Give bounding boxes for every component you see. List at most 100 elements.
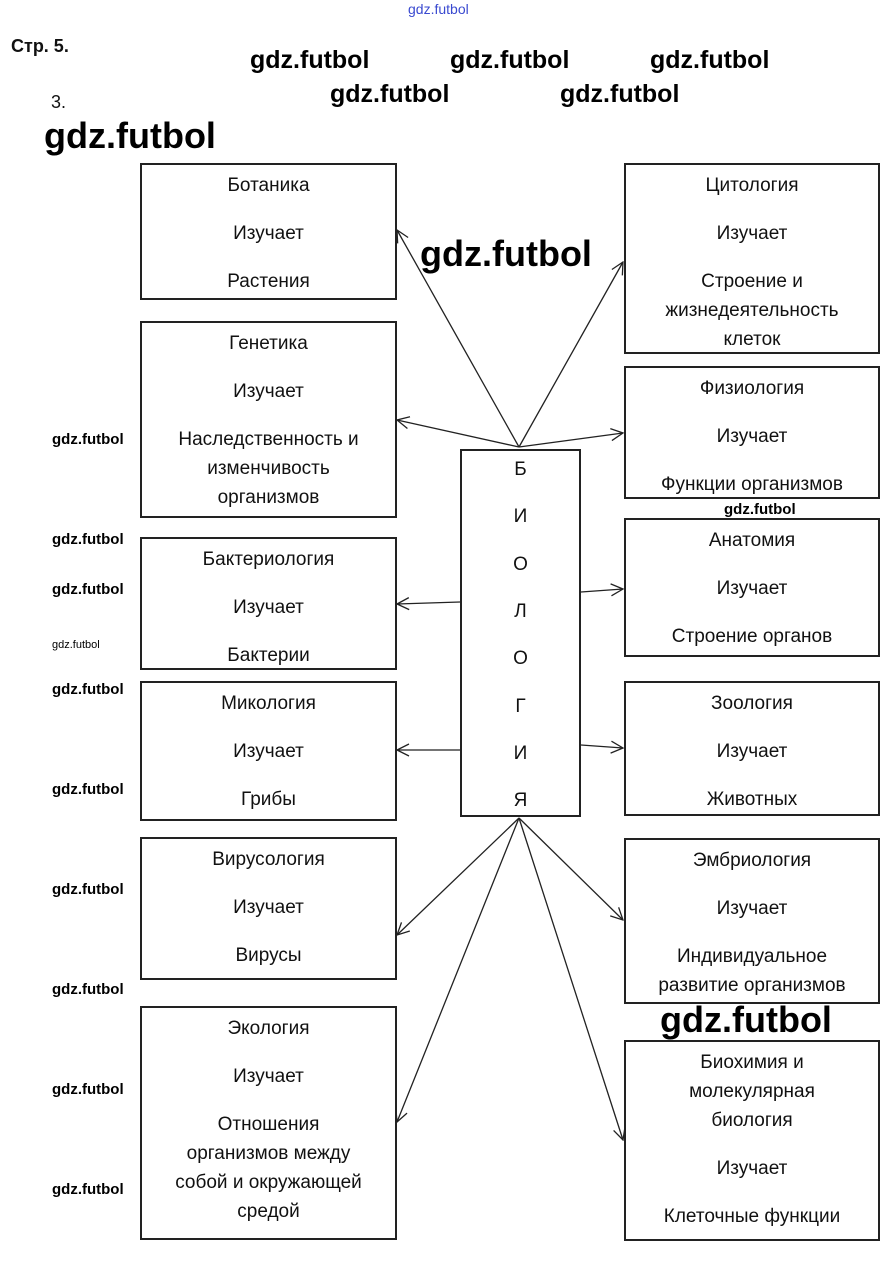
center-letter: Г bbox=[515, 695, 526, 717]
center-letter: О bbox=[513, 553, 528, 575]
box-object-line: жизнедеятельность bbox=[665, 300, 839, 321]
box-title-line: Зоология bbox=[711, 693, 793, 714]
arrow-to-physiology bbox=[518, 433, 623, 448]
box-verb-line: Изучает bbox=[233, 741, 304, 762]
box-verb: Изучает bbox=[142, 737, 395, 766]
box-object-line: Функции организмов bbox=[661, 474, 843, 495]
box-verb: Изучает bbox=[626, 1154, 878, 1183]
box-object: Строение органов bbox=[626, 622, 878, 651]
watermark: gdz.futbol bbox=[560, 80, 680, 108]
watermark: gdz.futbol bbox=[52, 1181, 124, 1198]
box-object-line: организмов bbox=[217, 487, 320, 508]
box-object: Индивидуальное развитие организмов bbox=[626, 942, 878, 1000]
center-letter: О bbox=[513, 648, 528, 670]
box-verb-line: Изучает bbox=[716, 578, 788, 599]
box-title-line: Вирусология bbox=[212, 849, 325, 870]
box-object-line: Строение и bbox=[701, 271, 803, 292]
box-title: Вирусология bbox=[142, 845, 395, 874]
box-title: Эмбриология bbox=[626, 846, 878, 875]
box-object-line: Наследственность и bbox=[178, 429, 359, 450]
box-object-line: Вирусы bbox=[235, 945, 302, 966]
watermark: gdz.futbol bbox=[250, 46, 370, 74]
watermark: gdz.futbol bbox=[52, 881, 124, 898]
page-label: Стр. 5. bbox=[11, 36, 69, 56]
box-object-line: средой bbox=[237, 1201, 300, 1222]
box-object-line: Строение органов bbox=[671, 626, 833, 647]
watermark: gdz.futbol bbox=[724, 501, 796, 518]
box-object-line: Бактерии bbox=[227, 645, 310, 666]
box-object: Грибы bbox=[142, 785, 395, 814]
box-verb: Изучает bbox=[142, 1062, 395, 1091]
watermark: gdz.futbol bbox=[420, 233, 592, 274]
arrow-to-zoology bbox=[580, 745, 623, 748]
box-title: Анатомия bbox=[626, 526, 878, 555]
box-verb: Изучает bbox=[626, 737, 878, 766]
box-verb: Изучает bbox=[626, 894, 878, 923]
box-object: Растения bbox=[142, 267, 395, 296]
box-verb: Изучает bbox=[626, 422, 878, 451]
watermark: gdz.futbol bbox=[52, 1081, 124, 1098]
box-title-line: Физиология bbox=[699, 378, 805, 399]
box-object: Клеточные функции bbox=[626, 1202, 878, 1231]
box-title: Ботаника bbox=[142, 171, 395, 200]
box-verb-line: Изучает bbox=[716, 426, 788, 447]
arrow-to-botany bbox=[397, 230, 520, 448]
watermark: gdz.futbol bbox=[44, 115, 216, 156]
watermark: gdz.futbol bbox=[450, 46, 570, 74]
center-letter: И bbox=[513, 506, 528, 528]
box-verb-line: Изучает bbox=[716, 1158, 788, 1179]
box-title: Бактериология bbox=[142, 545, 395, 574]
arrow-to-virology bbox=[397, 817, 520, 935]
box-object-line: Индивидуальное bbox=[676, 946, 828, 967]
arrow-to-cytology bbox=[518, 262, 623, 448]
watermark: gdz.futbol bbox=[52, 681, 124, 698]
box-title-line: Микология bbox=[221, 693, 316, 714]
center-letter: Я bbox=[513, 790, 528, 812]
box-object-line: Клеточные функции bbox=[663, 1206, 841, 1227]
box-object: Вирусы bbox=[142, 941, 395, 970]
arrow-to-anatomy bbox=[580, 589, 623, 592]
watermark: gdz.futbol bbox=[52, 639, 100, 651]
box-title: Экология bbox=[142, 1014, 395, 1043]
arrow-to-ecology bbox=[397, 817, 520, 1122]
watermark: gdz.futbol bbox=[408, 1, 469, 17]
box-title: Цитология bbox=[626, 171, 878, 200]
box-verb-line: Изучает bbox=[716, 223, 788, 244]
box-object-line: Грибы bbox=[241, 789, 296, 810]
box-title: Зоология bbox=[626, 689, 878, 718]
box-verb: Изучает bbox=[626, 574, 878, 603]
center-letter: Б bbox=[514, 459, 527, 480]
box-title-line: Генетика bbox=[229, 333, 308, 354]
box-object-line: клеток bbox=[723, 329, 781, 350]
arrow-to-biochemistry bbox=[518, 817, 623, 1140]
box-object-line: Растения bbox=[227, 271, 310, 292]
watermark: gdz.futbol bbox=[52, 581, 124, 598]
watermark: gdz.futbol bbox=[52, 431, 124, 448]
box-title-line: Ботаника bbox=[227, 175, 310, 196]
box-object: Функции организмов bbox=[626, 470, 878, 499]
box-verb: Изучает bbox=[142, 893, 395, 922]
box-object-line: развитие организмов bbox=[658, 975, 846, 996]
arrow-to-embryology bbox=[518, 817, 623, 920]
box-verb-line: Изучает bbox=[233, 897, 304, 918]
box-object: Животных bbox=[626, 785, 878, 814]
arrow-to-bacteriology bbox=[397, 602, 461, 604]
box-title-line: биология bbox=[711, 1110, 793, 1131]
box-title-line: молекулярная bbox=[689, 1081, 815, 1102]
center-letter: Л bbox=[514, 600, 527, 622]
box-verb-line: Изучает bbox=[233, 597, 304, 618]
watermark: gdz.futbol bbox=[330, 80, 450, 108]
box-object-line: изменчивость bbox=[207, 458, 330, 479]
